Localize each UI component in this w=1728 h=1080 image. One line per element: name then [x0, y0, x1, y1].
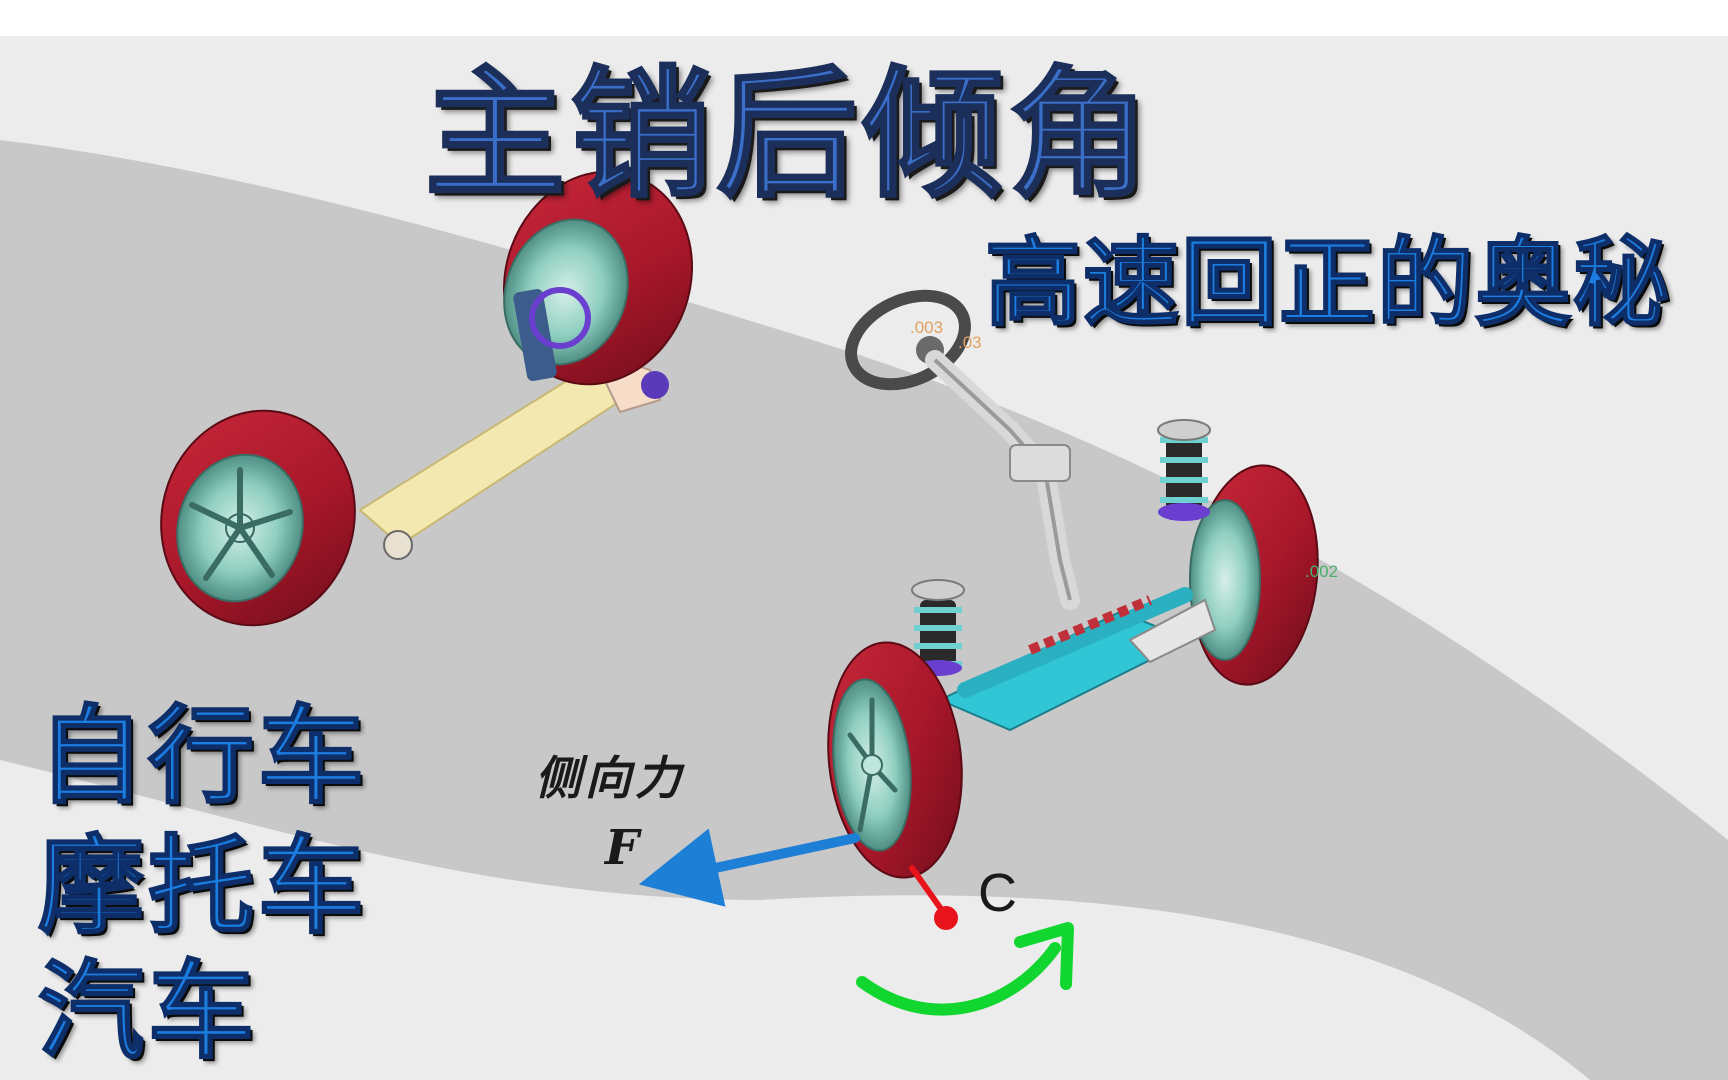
- part-tag: .002: [1305, 562, 1339, 581]
- lateral-force-arrow: [638, 828, 860, 907]
- rear-axle-assembly: [160, 170, 694, 627]
- part-tag: .003: [910, 318, 944, 337]
- front-left-strut: [911, 579, 965, 676]
- lateral-force-label: 侧向力: [535, 751, 685, 805]
- self-aligning-rotation-arrow: [856, 942, 1061, 1016]
- vehicle-label-motorcycle: 摩托车: [37, 824, 368, 949]
- pivot-point-dot: [934, 906, 958, 930]
- top-band: [0, 0, 1728, 36]
- rear-right-wheel: [502, 170, 694, 399]
- main-title: 主销后倾角: [423, 53, 1156, 219]
- road-surface: [0, 140, 1728, 1080]
- subtitle: 高速回正的奥秘: [984, 226, 1671, 340]
- vehicle-label-bicycle: 自行车: [37, 694, 368, 819]
- rotation-arrow-head: [1014, 922, 1074, 990]
- rear-left-wheel: [160, 409, 413, 627]
- front-right-strut: [1157, 419, 1211, 521]
- steering-rack: [957, 587, 1193, 698]
- front-lower-arm: [1128, 598, 1217, 664]
- steering-wheel: [845, 289, 971, 391]
- vehicle-label-car: 汽车: [37, 949, 258, 1074]
- front-left-wheel: [827, 641, 963, 879]
- part-tag: .03: [958, 333, 982, 352]
- front-axle-assembly: [827, 419, 1319, 879]
- pivot-point-label: C: [978, 863, 1017, 923]
- force-symbol: F: [605, 820, 640, 876]
- steering-system: [845, 289, 1080, 610]
